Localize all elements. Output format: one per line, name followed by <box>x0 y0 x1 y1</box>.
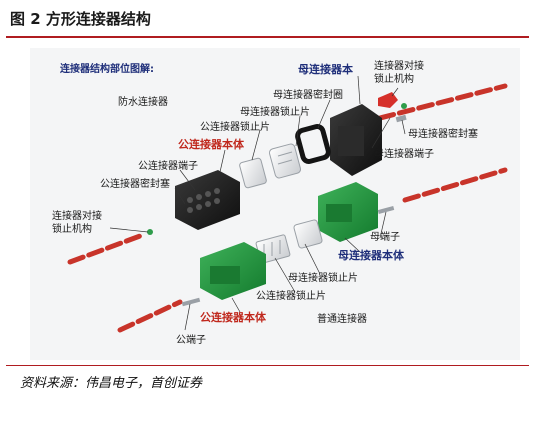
label-lock-top-right: 连接器对接 锁止机构 <box>374 59 427 85</box>
wires <box>67 83 508 333</box>
label-male-body-top: 公连接器本体 <box>178 137 245 151</box>
label-female-seal-plug: 母连接器密封塞 <box>408 127 478 140</box>
label-male-body-bottom: 公连接器本体 <box>200 310 267 324</box>
label-female-lock-plate-top: 母连接器锁止片 <box>240 105 310 118</box>
female-body-waterproof <box>330 104 382 176</box>
label-male-lock-plate-top: 公连接器锁止片 <box>200 120 270 133</box>
title-rule <box>6 36 529 38</box>
group-waterproof-label: 防水连接器 <box>118 95 168 108</box>
female-terminal-part <box>377 205 395 215</box>
female-body-normal <box>318 182 378 242</box>
source-rule <box>6 365 529 366</box>
male-lock-plate-waterproof <box>268 143 302 179</box>
diagram-panel <box>30 48 520 360</box>
female-lock-plate-normal <box>293 219 323 249</box>
wire-top-right <box>377 83 508 121</box>
wire-left-top <box>67 233 143 265</box>
male-terminal-part <box>181 297 201 307</box>
label-female-lock-plate-bottom: 母连接器锁止片 <box>288 271 358 284</box>
leader-lines <box>109 75 406 331</box>
label-male-terminal: 公端子 <box>176 333 206 346</box>
lock-mechanism-red <box>378 92 407 123</box>
label-female-body-top: 母连接器本 <box>298 62 353 76</box>
male-body-normal <box>200 242 266 300</box>
wire-mid-right <box>402 167 508 203</box>
label-male-seal-plug: 公连接器密封塞 <box>100 177 170 190</box>
label-female-body-bottom: 母连接器本体 <box>338 248 405 262</box>
diagram-heading: 连接器结构部位图解: <box>60 62 154 75</box>
connector-diagram: 连接器结构部位图解: 防水连接器 普通连接器 <box>30 48 520 360</box>
label-female-terminal-top: 母连接器端子 <box>374 147 434 160</box>
label-female-terminal: 母端子 <box>370 230 400 243</box>
female-lock-plate-waterproof <box>239 157 267 189</box>
label-female-seal-ring: 母连接器密封圈 <box>273 88 343 101</box>
lock-mechanism-green <box>147 229 153 235</box>
label-male-lock-plate-bottom: 公连接器锁止片 <box>256 289 326 302</box>
label-male-terminal-top: 公连接器端子 <box>138 159 198 172</box>
female-seal-ring <box>295 124 331 164</box>
wire-bottom-left <box>117 299 183 333</box>
source-note: 资料来源：伟昌电子，首创证券 <box>20 376 203 391</box>
group-normal-label: 普通连接器 <box>317 312 367 325</box>
figure-title: 图 2 方形连接器结构 <box>10 10 151 28</box>
label-lock-left: 连接器对接 锁止机构 <box>52 209 105 235</box>
